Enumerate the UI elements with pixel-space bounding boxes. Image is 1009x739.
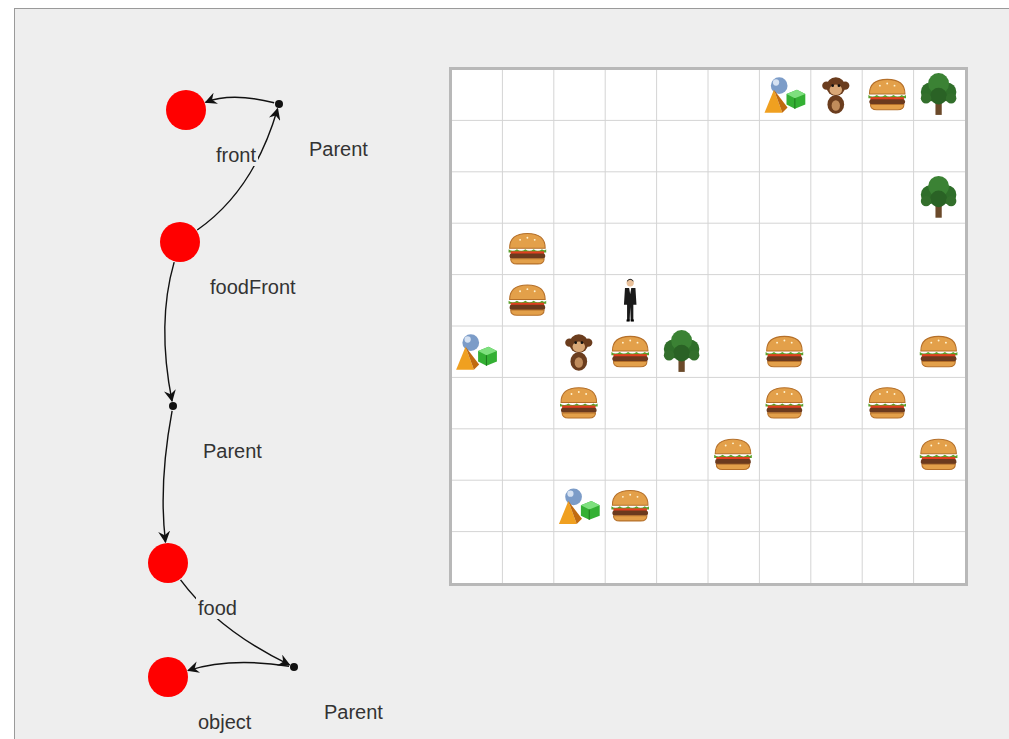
tree-icon: [921, 73, 957, 115]
parent-connector: [165, 262, 174, 401]
grid-lines: [451, 69, 966, 584]
burger-icon: [766, 388, 804, 418]
burger-icon: [560, 388, 598, 418]
node-label: Parent: [322, 701, 385, 723]
burger-icon: [920, 336, 958, 366]
parent-dot: Parent: [290, 663, 298, 671]
monkey-icon: [565, 334, 592, 371]
grid-ground: [449, 67, 968, 586]
grid-border: [451, 69, 967, 585]
burger-icon: [611, 336, 649, 366]
burger-icon: [509, 285, 547, 315]
man-icon: [624, 279, 637, 322]
parent-connector: [188, 663, 289, 671]
parent-connector: [163, 411, 172, 542]
grid-world: [449, 67, 968, 586]
burger-icon: [920, 439, 958, 469]
state-circle: front: [166, 90, 206, 130]
parent-dot: Parent: [169, 402, 177, 410]
shapes-icon: [559, 488, 600, 524]
state-circle: foodFront: [160, 222, 200, 262]
state-circle: object: [148, 657, 188, 697]
parent-connector: [206, 97, 275, 102]
node-label: foodFront: [208, 276, 298, 298]
node-label: object: [196, 711, 253, 733]
state-circle: food: [148, 543, 188, 583]
burger-icon: [509, 234, 547, 264]
parent-connector: [181, 580, 290, 665]
node-label: Parent: [201, 440, 264, 462]
tree-icon: [921, 176, 957, 218]
shapes-icon: [456, 334, 497, 370]
parent-connector: [197, 109, 277, 230]
node-label: front: [214, 144, 258, 166]
tree-icon: [664, 330, 700, 372]
burger-icon: [611, 491, 649, 521]
parent-dot: Parent: [275, 100, 283, 108]
monkey-icon: [822, 77, 849, 114]
grid-items: [456, 73, 957, 524]
burger-icon: [868, 388, 906, 418]
burger-icon: [766, 336, 804, 366]
burger-icon: [868, 79, 906, 109]
shapes-icon: [765, 77, 806, 113]
node-label: food: [196, 597, 239, 619]
node-label: Parent: [307, 138, 370, 160]
burger-icon: [714, 439, 752, 469]
